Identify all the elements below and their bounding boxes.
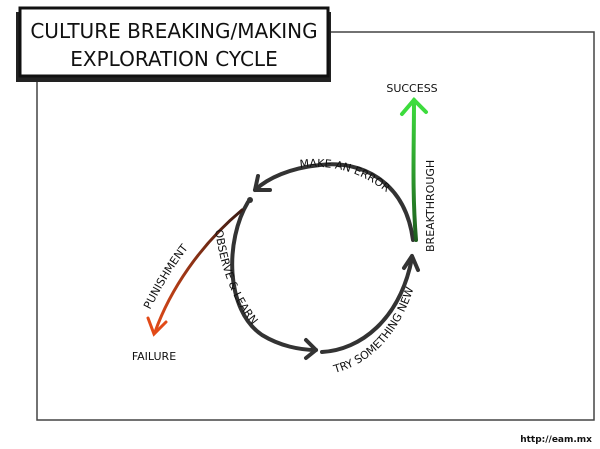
arc-make-error (253, 162, 415, 242)
frame-border (36, 31, 595, 421)
label-failure: FAILURE (132, 350, 176, 363)
arrow-head-left (253, 174, 272, 192)
title-line2: EXPLORATION CYCLE (70, 47, 277, 71)
title-box: CULTURE BREAKING/MAKING EXPLORATION CYCL… (16, 6, 331, 82)
start-dot (247, 197, 253, 203)
failure-arrow (146, 208, 244, 337)
label-breakthrough: BREAKTHROUGH (424, 160, 437, 252)
success-arrow (400, 97, 428, 242)
arrow-head-bottom (304, 338, 318, 360)
label-observe-learn: OBSERVE & LEARN (212, 229, 260, 327)
arc-observe-learn (230, 200, 318, 352)
footer-url: http://eam.mx (520, 435, 592, 445)
cycle (230, 162, 420, 360)
arc-try-new (320, 256, 414, 354)
label-make-error: MAKE AN ERROR (299, 157, 393, 195)
label-success: SUCCESS (386, 82, 437, 95)
title-line1: CULTURE BREAKING/MAKING (30, 19, 317, 43)
arrow-head-right (402, 254, 420, 272)
